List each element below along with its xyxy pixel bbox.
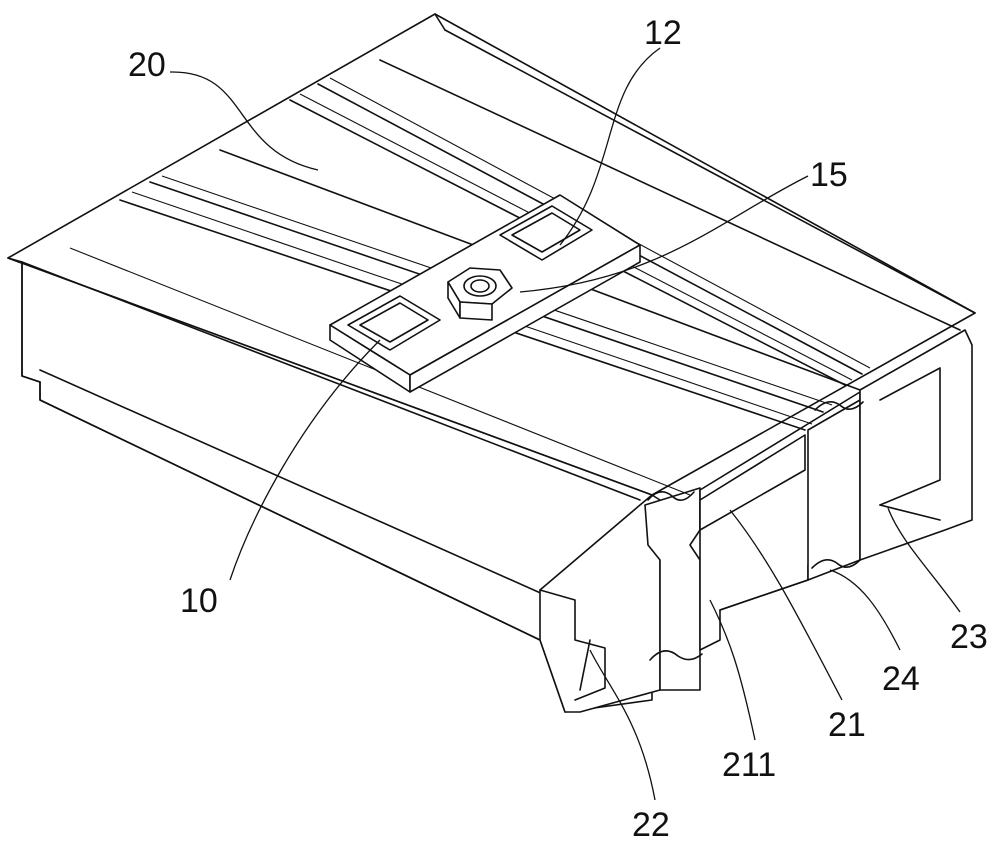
label-15: 15 bbox=[810, 156, 848, 194]
leader-24 bbox=[830, 570, 900, 650]
label-211: 211 bbox=[722, 746, 776, 784]
label-22: 22 bbox=[632, 806, 670, 844]
label-24: 24 bbox=[882, 660, 920, 698]
label-21: 21 bbox=[828, 706, 866, 744]
label-12: 12 bbox=[644, 14, 682, 52]
label-23: 23 bbox=[950, 618, 988, 656]
right-web-section bbox=[808, 400, 860, 580]
hex-nut-front bbox=[460, 302, 492, 320]
label-10: 10 bbox=[180, 582, 218, 620]
label-20: 20 bbox=[128, 46, 166, 84]
front-profile bbox=[8, 14, 975, 712]
